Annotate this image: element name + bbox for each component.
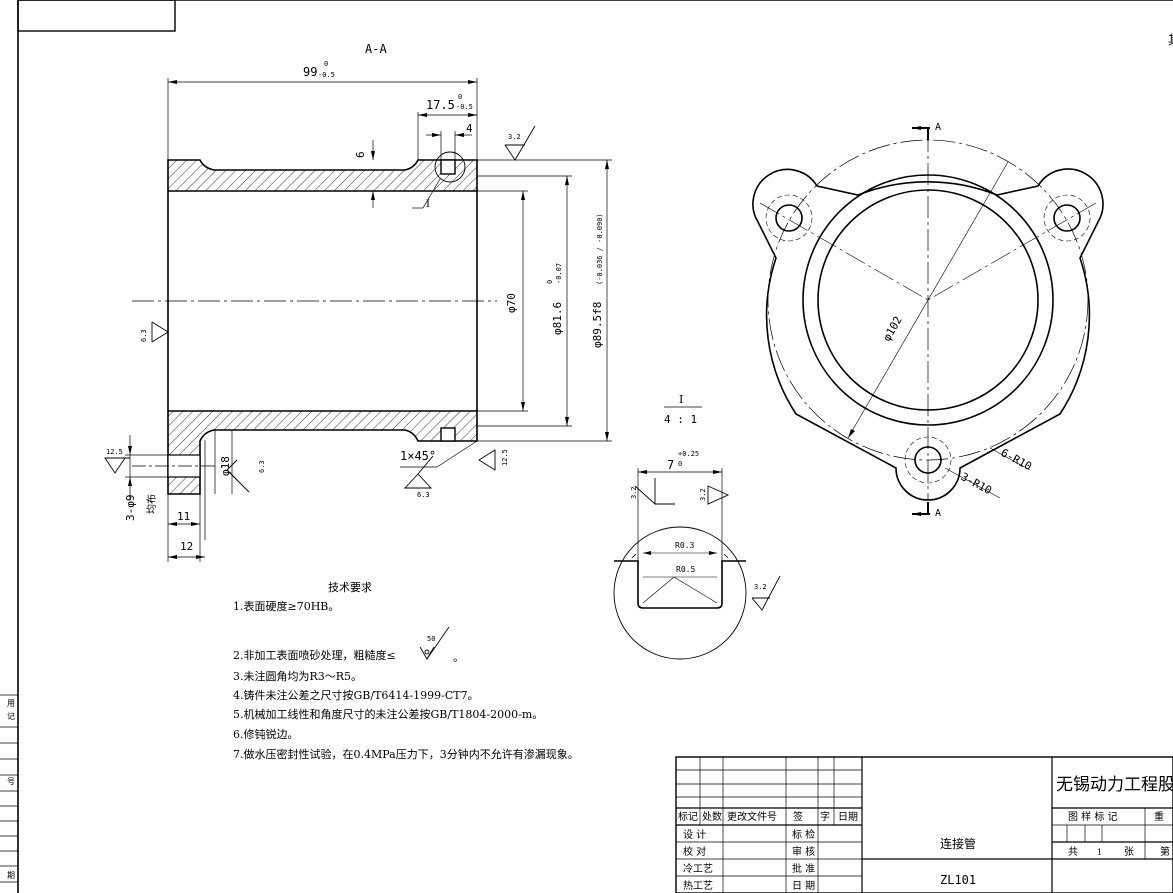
end-view	[752, 126, 1104, 516]
roughness-value: 12.5	[501, 449, 509, 466]
drawing-number: ZL101	[940, 873, 976, 887]
tb-role: 日 期	[792, 880, 815, 892]
tb-header: 更改文件号	[727, 810, 777, 823]
note-item: 1.表面硬度≥70HB。	[233, 600, 340, 613]
tb-sheet-total-label: 共	[1068, 846, 1078, 858]
dim-dia1-tol-low: -0.07	[555, 263, 563, 284]
tb-header: 标记	[678, 811, 698, 823]
dim-11: 11	[177, 510, 190, 523]
dim-dia2-tol: (-0.036 / -0.090)	[596, 213, 604, 285]
roughness-value: 3.2	[699, 488, 707, 501]
end-pcd: φ102	[880, 314, 905, 343]
section-title: A-A	[365, 42, 387, 56]
roughness-value: 12.5	[106, 448, 123, 456]
roughness-value: 3.2	[754, 583, 767, 591]
cut-label-bottom: A	[935, 508, 941, 519]
dim-groove-pos: 17.5	[426, 98, 455, 112]
note-item: 5.机械加工线性和角度尺寸的未注公差按GB/T1804-2000-m。	[233, 708, 544, 721]
dim-overall-length-tol-low: -0.5	[318, 71, 335, 79]
roughness-symbol	[226, 459, 250, 493]
company-name: 无锡动力工程股份	[1056, 775, 1173, 795]
top-wall-section	[167, 159, 478, 192]
detail-scale: 4 : 1	[664, 413, 697, 426]
roughness-symbol	[104, 457, 130, 474]
roughness-symbol	[419, 626, 450, 660]
roughness-symbol	[478, 449, 496, 471]
dim-overall-length: 99	[303, 65, 317, 79]
roughness-value: 6.3	[258, 460, 266, 473]
tb-role: 标 检	[792, 828, 815, 841]
detail-r-outer: R0.3	[675, 541, 694, 550]
note-item: 4.铸件未注公差之尺寸按GB/T6414-1999-CT7。	[233, 689, 479, 702]
tb-header: 字	[820, 810, 830, 823]
dim-groove-pos-tol-low: -0.5	[456, 103, 473, 111]
roughness-symbol	[504, 125, 536, 161]
strip-label: 记	[7, 712, 15, 721]
roughness-value: 3.2	[630, 486, 638, 499]
part-name: 连接管	[940, 836, 976, 851]
notes-heading: 技术要求	[328, 581, 372, 594]
dim-hole-count: 3-φ9	[124, 495, 137, 522]
detail-ref: I	[426, 199, 430, 210]
roughness-value: 6.3	[140, 329, 148, 342]
strip-label: 用	[7, 699, 15, 708]
detail-width-tol-up: +0.25	[678, 450, 699, 458]
section-view: I	[132, 151, 497, 495]
bottom-wall-section	[167, 410, 478, 495]
section-dimensions	[125, 78, 612, 562]
note-roughness-value: 50	[427, 635, 435, 643]
tb-role: 校 对	[683, 845, 706, 858]
cut-label-top: A	[935, 122, 941, 133]
note-tail: 。	[453, 651, 464, 664]
detail-r-inner: R0.5	[676, 565, 695, 574]
note-item: 2.非加工表面喷砂处理，粗糙度≤	[233, 649, 396, 662]
note-item: 6.修钝锐边。	[233, 728, 299, 741]
tb-stage-label: 图 样 标 记	[1068, 810, 1118, 823]
binding-strip	[0, 694, 18, 883]
end-r-a: 6-R10	[999, 446, 1034, 473]
tb-sheet-unit: 张	[1124, 846, 1134, 858]
dim-overall-length-tol-up: 0	[324, 60, 328, 68]
dim-dia1: φ81.6	[551, 302, 564, 335]
tb-role: 批 准	[792, 862, 815, 875]
strip-label: 期	[7, 871, 15, 880]
dim-flange-hole: φ18	[219, 456, 232, 476]
tb-header: 处数	[702, 810, 722, 823]
dim-dia1-tol-up: 0	[546, 280, 554, 284]
tb-header: 日期	[838, 811, 858, 823]
note-item: 7.做水压密封性试验，在0.4MPa压力下，3分钟内不允许有渗漏现象。	[233, 748, 579, 761]
roughness-value: 3.2	[508, 133, 521, 141]
drawing-frame	[17, 0, 1173, 893]
dim-dia2: φ89.5f8	[591, 302, 604, 348]
tb-role: 冷工艺	[683, 862, 713, 875]
detail-width: 7	[667, 458, 674, 472]
tb-sheet-no-label: 第	[1160, 845, 1170, 858]
title-block	[675, 756, 1173, 893]
roughness-value: 6.3	[417, 491, 430, 499]
dim-arrows	[128, 80, 609, 559]
detail-label: I	[679, 393, 683, 406]
roughness-symbol	[151, 321, 169, 343]
detail-view	[613, 406, 781, 660]
dim-bore: φ70	[505, 293, 518, 313]
dim-wall-depth: 6	[354, 151, 367, 158]
corner-text: 其	[1168, 33, 1173, 47]
tb-sheet-total: 1	[1097, 848, 1102, 857]
dim-groove-pos-tol-up: 0	[458, 93, 462, 101]
tb-stage-label: 重	[1154, 810, 1164, 823]
dim-12: 12	[180, 540, 193, 553]
dim-hole-note: 均布	[146, 494, 158, 514]
strip-label: 号	[7, 777, 15, 786]
tb-role: 审 核	[792, 845, 815, 858]
tb-role: 设 计	[683, 828, 706, 841]
tb-role: 热工艺	[683, 879, 713, 892]
detail-width-tol-low: 0	[678, 460, 682, 468]
dim-chamfer: 1×45°	[400, 449, 436, 463]
note-item: 3.未注圆角均为R3～R5。	[233, 670, 363, 683]
tb-header: 签	[793, 810, 803, 823]
dim-groove-width: 4	[466, 122, 473, 135]
roughness-symbol	[403, 455, 434, 489]
end-r-b: 3-R10	[959, 470, 994, 497]
